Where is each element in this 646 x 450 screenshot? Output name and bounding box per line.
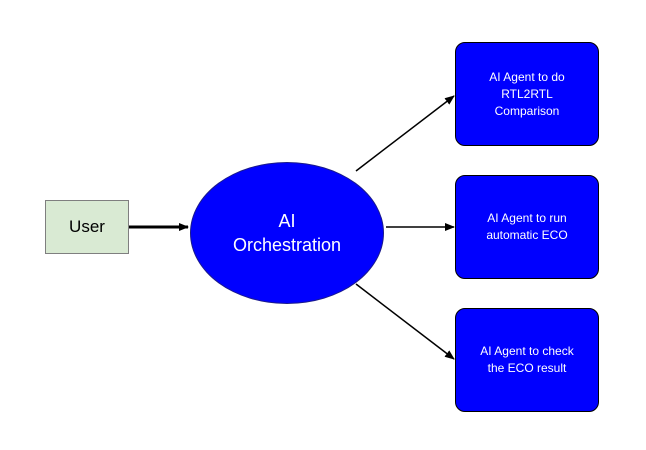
ai-orchestration-node: AI Orchestration <box>190 162 384 304</box>
agent-rtl2rtl-node: AI Agent to do RTL2RTL Comparison <box>455 42 599 146</box>
edge-orchestration-to-agent-check <box>355 283 455 360</box>
agent-eco-node: AI Agent to run automatic ECO <box>455 175 599 279</box>
agent-check-node: AI Agent to check the ECO result <box>455 308 599 412</box>
edge-orchestration-to-agent-rtl2rtl <box>355 95 455 172</box>
user-node: User <box>45 200 129 254</box>
